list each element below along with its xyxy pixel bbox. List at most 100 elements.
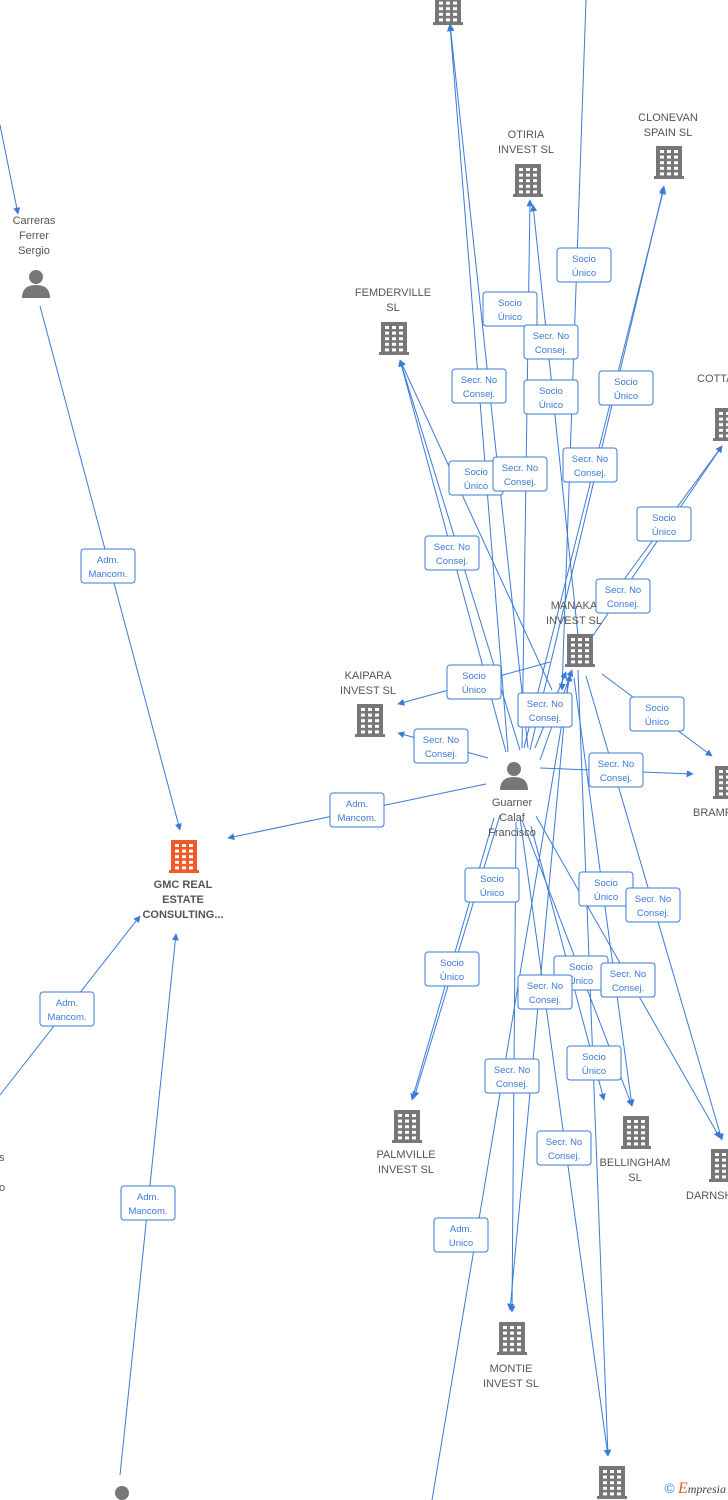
edge-label-box bbox=[636, 506, 692, 542]
edge-label-e1[interactable]: Adm.Mancom. bbox=[80, 548, 136, 584]
building-icon[interactable] bbox=[513, 164, 543, 197]
edge-label-text: Adm. bbox=[56, 998, 78, 1009]
edge-label-text: Consej. bbox=[436, 556, 468, 567]
edge-label-box bbox=[484, 1058, 540, 1094]
person-icon[interactable] bbox=[108, 1486, 136, 1500]
edge-label-text: Socio bbox=[645, 703, 669, 714]
edge-label-text: Secr. No bbox=[546, 1137, 582, 1148]
edge-label-box bbox=[39, 991, 95, 1027]
edge-label-box bbox=[424, 535, 480, 571]
edge-line bbox=[530, 204, 579, 637]
edge-label-e2[interactable]: Adm.Mancom. bbox=[329, 792, 385, 828]
edge-line bbox=[399, 359, 553, 691]
edge-label-text: Único bbox=[569, 976, 593, 987]
edge-label-text: Adm. bbox=[137, 1192, 159, 1203]
edge-label-text: Socio bbox=[440, 958, 464, 969]
building-icon[interactable] bbox=[392, 1110, 422, 1143]
edge-label-text: Secr. No bbox=[610, 969, 646, 980]
edge-label-text: Consej. bbox=[574, 468, 606, 479]
edge-label-e25[interactable]: Secr. No Consej. bbox=[625, 887, 681, 923]
focus-building-icon[interactable] bbox=[169, 840, 199, 873]
edge-label-text: Consej. bbox=[535, 345, 567, 356]
building-icon[interactable] bbox=[379, 322, 409, 355]
node-label-bramf: BRAMF bbox=[693, 807, 728, 819]
edge-label-text: Consej. bbox=[504, 477, 536, 488]
edge-label-text: Adm. bbox=[346, 799, 368, 810]
edge-label-text: Único bbox=[480, 888, 504, 899]
building-icon[interactable] bbox=[713, 766, 728, 799]
edge-label-text: Único bbox=[594, 892, 618, 903]
edge-label-text: Socio bbox=[572, 254, 596, 265]
edge-label-text: Adm. bbox=[450, 1224, 472, 1235]
building-icon[interactable] bbox=[709, 1149, 728, 1182]
edge-label-e19[interactable]: Secr. No Consej. bbox=[517, 692, 573, 728]
node-label-cotta: COTTA bbox=[697, 373, 728, 385]
edge-label-text: Socio bbox=[462, 671, 486, 682]
edge-label-e16[interactable]: Secr. No Consej. bbox=[595, 578, 651, 614]
building-icon[interactable] bbox=[621, 1116, 651, 1149]
building-icon[interactable] bbox=[597, 1466, 627, 1499]
edge-label-text: Único bbox=[539, 400, 563, 411]
edge-label-text: Único bbox=[440, 972, 464, 983]
edge-label-text: Mancom. bbox=[47, 1012, 86, 1023]
building-icon[interactable] bbox=[355, 704, 385, 737]
building-icon[interactable] bbox=[713, 408, 728, 441]
edge-label-box bbox=[424, 951, 480, 987]
person-icon[interactable] bbox=[500, 762, 528, 790]
edge-label-text: Socio bbox=[582, 1052, 606, 1063]
edge-label-text: Secr. No bbox=[533, 331, 569, 342]
edge-label-text: Consej. bbox=[637, 908, 669, 919]
edge-label-text: Secr. No bbox=[605, 585, 641, 596]
edge-label-text: Consej. bbox=[607, 599, 639, 610]
edge-label-e3[interactable]: Adm. Mancom. bbox=[39, 991, 95, 1027]
edge-label-box bbox=[482, 291, 538, 327]
edge-label-box bbox=[446, 664, 502, 700]
building-icon[interactable] bbox=[433, 0, 463, 25]
edge-label-e32[interactable]: Adm.Unico bbox=[433, 1217, 489, 1253]
edge-label-box bbox=[517, 692, 573, 728]
person-icon[interactable] bbox=[22, 270, 50, 298]
edge-label-e7[interactable]: Secr. No Consej. bbox=[523, 324, 579, 360]
building-icon[interactable] bbox=[497, 1322, 527, 1355]
building-icon[interactable] bbox=[565, 634, 595, 667]
edge-label-text: Adm. bbox=[97, 555, 119, 566]
edge-label-text: Secr. No bbox=[527, 699, 563, 710]
edge-label-text: Consej. bbox=[529, 995, 561, 1006]
edge-label-box bbox=[413, 728, 469, 764]
edge-label-box bbox=[120, 1185, 176, 1221]
edge-label-text: Secr. No bbox=[635, 894, 671, 905]
edge-label-text: Único bbox=[645, 717, 669, 728]
edge-label-text: Socio bbox=[498, 298, 522, 309]
edge-labels-layer: Adm.Mancom.Adm.Mancom.Adm.Mancom.Adm.Man… bbox=[39, 247, 692, 1253]
building-icon[interactable] bbox=[654, 146, 684, 179]
edge-label-e4[interactable]: Adm.Mancom. bbox=[120, 1185, 176, 1221]
edge-label-text: Consej. bbox=[529, 713, 561, 724]
edge-label-box bbox=[433, 1217, 489, 1253]
edge-label-text: Único bbox=[614, 391, 638, 402]
